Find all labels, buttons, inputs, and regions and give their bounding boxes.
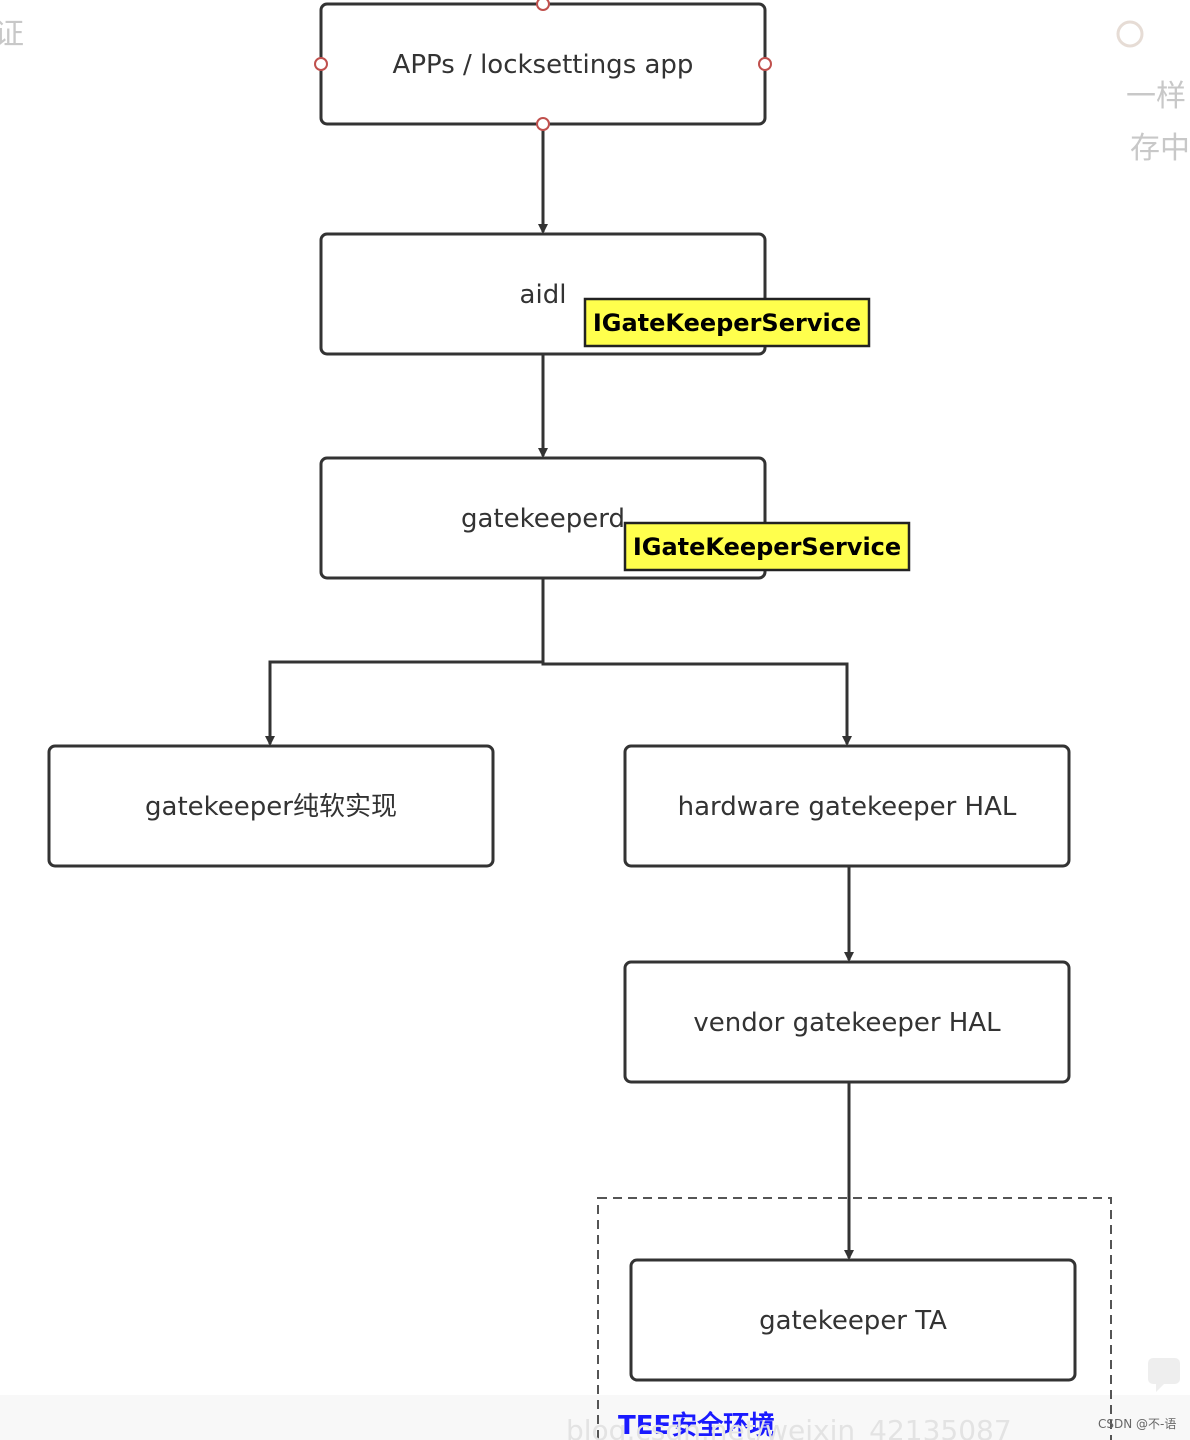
- node-apps-label: APPs / locksettings app: [393, 50, 694, 80]
- tee-frame: [597, 1197, 1112, 1440]
- background-left-text: 证: [0, 17, 24, 52]
- background-right-text-1: 一样: [1126, 79, 1186, 114]
- node-gatekeeperd-label: gatekeeperd: [461, 504, 625, 534]
- watermark: blog.csdn.net/weixin_42135087: [566, 1414, 1012, 1440]
- node-gatekeeper-ta[interactable]: gatekeeper TA: [629, 1258, 1077, 1382]
- edge-gatekeeperd-soft: [265, 578, 545, 746]
- node-vendor-hal[interactable]: vendor gatekeeper HAL: [623, 960, 1071, 1084]
- selection-handle-bottom[interactable]: [536, 117, 550, 131]
- node-soft-impl[interactable]: gatekeeper纯软实现: [47, 744, 495, 868]
- selection-handle-right[interactable]: [758, 57, 772, 71]
- background-icon: [1116, 20, 1144, 48]
- gatekeeperd-interface-tag: IGateKeeperService: [623, 521, 911, 572]
- comment-icon[interactable]: [1148, 1358, 1180, 1392]
- node-hardware-hal-label: hardware gatekeeper HAL: [678, 792, 1017, 822]
- bottom-fade: [0, 1395, 1190, 1440]
- selection-handle-left[interactable]: [314, 57, 328, 71]
- edge-gatekeeperd-hw-hal: [541, 662, 852, 746]
- background-right-text-2: 存中: [1130, 131, 1190, 166]
- aidl-interface-label: IGateKeeperService: [593, 309, 861, 337]
- node-soft-impl-label: gatekeeper纯软实现: [145, 792, 397, 822]
- aidl-interface-tag: IGateKeeperService: [583, 297, 871, 348]
- selection-handle-top[interactable]: [536, 0, 550, 11]
- node-aidl-label: aidl: [520, 280, 567, 310]
- node-vendor-hal-label: vendor gatekeeper HAL: [693, 1008, 1001, 1038]
- node-gatekeeper-ta-label: gatekeeper TA: [759, 1306, 947, 1336]
- tee-label: TEE安全环境: [618, 1410, 775, 1440]
- node-hardware-hal[interactable]: hardware gatekeeper HAL: [623, 744, 1071, 868]
- gatekeeperd-interface-label: IGateKeeperService: [633, 533, 901, 561]
- credit: CSDN @不-语: [1098, 1417, 1176, 1431]
- node-apps[interactable]: APPs / locksettings app: [314, 0, 772, 131]
